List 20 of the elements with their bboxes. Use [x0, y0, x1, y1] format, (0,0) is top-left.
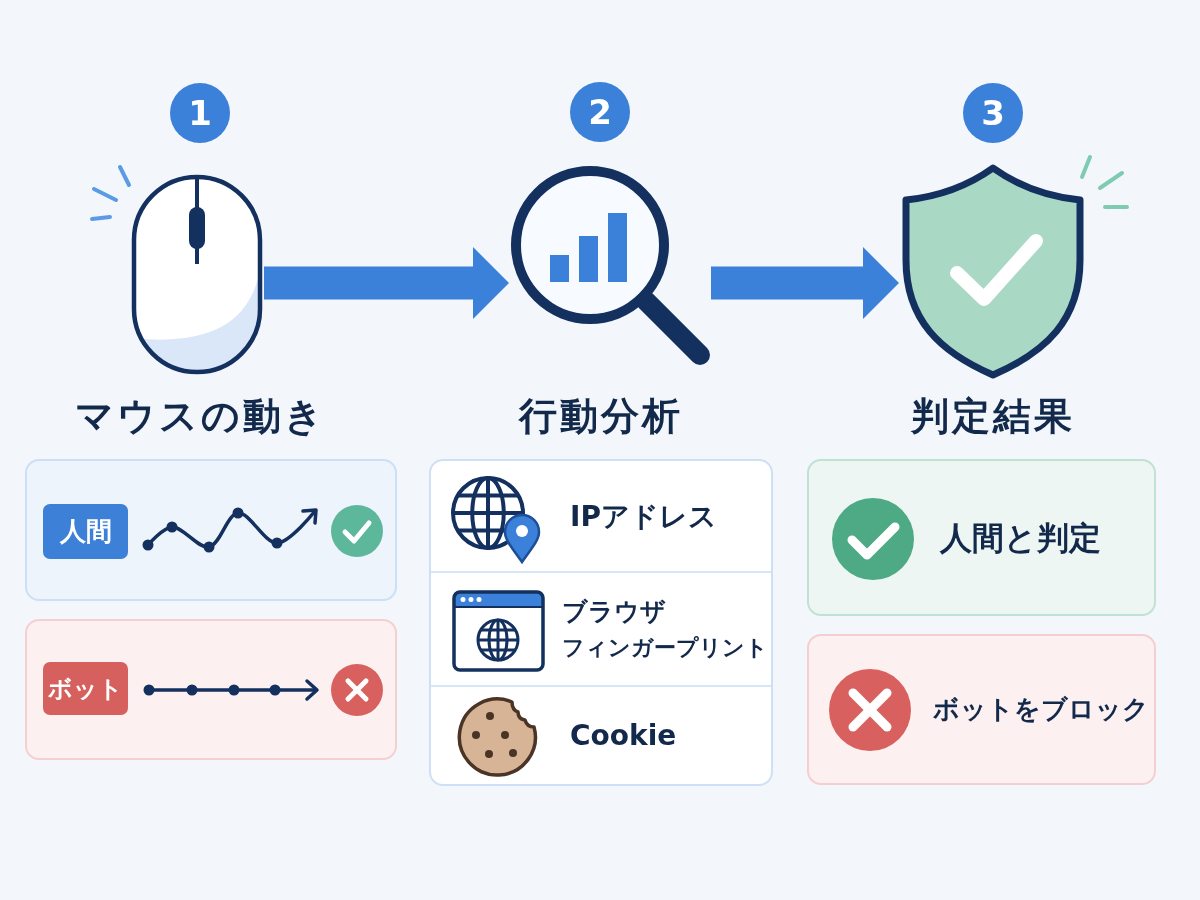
result-panel: [807, 459, 1156, 616]
info-panel: [25, 619, 397, 760]
step-number: 3: [963, 83, 1023, 143]
row-label: IPアドレス: [570, 498, 717, 534]
step-heading: 判定結果: [911, 394, 1075, 440]
result-panel: [807, 634, 1156, 785]
step-number: 2: [570, 82, 630, 142]
category-tag: 人間: [43, 504, 128, 559]
step-number: 1: [170, 83, 230, 143]
category-tag: ボット: [43, 662, 128, 715]
arrow: [264, 247, 509, 319]
info-panel: [25, 459, 397, 601]
row-label: Cookie: [570, 718, 677, 753]
result-label: ボットをブロック: [933, 693, 1149, 726]
row-label: ブラウザ: [562, 595, 666, 628]
info-panel: [429, 459, 773, 786]
step-heading: 行動分析: [519, 394, 683, 440]
result-label: 人間と判定: [940, 517, 1101, 558]
step-heading: マウスの動き: [74, 394, 326, 440]
row-label: フィンガープリント: [562, 634, 768, 663]
